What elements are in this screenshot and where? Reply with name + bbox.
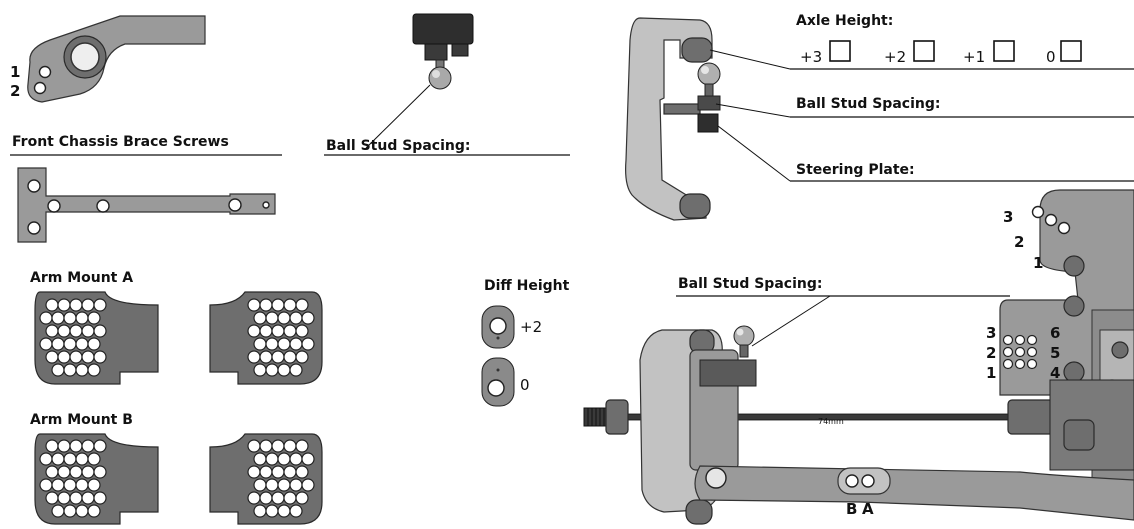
ball-stud-part [412,13,474,90]
diff-height-option-plus2: +2 [520,318,542,336]
arm-mount-b-label: Arm Mount B [30,412,133,428]
arm-mount-a-label: Arm Mount A [30,270,133,286]
ball-stud-spacing-label-right: Ball Stud Spacing: [796,96,940,112]
ball-stud-spacing-label-top: Ball Stud Spacing: [326,138,470,154]
plate-left-position-2: 2 [986,344,996,362]
plate-top-position-1: 1 [1033,254,1043,272]
arm-mount-a-left [34,291,159,385]
suspension-assembly [583,325,1134,525]
ball-stud-leader-right [715,103,791,118]
diff-insert-0 [481,357,515,407]
ball-stud-spacing-label-bottom: Ball Stud Spacing: [678,276,822,292]
arm-position-a: A [862,500,874,518]
diff-height-option-0: 0 [520,376,530,394]
steering-arm-hole-1 [38,65,52,79]
steering-plate-label: Steering Plate: [796,162,915,178]
plate-right-position-5: 5 [1050,344,1060,362]
axle-height-option-plus2: +2 [884,48,906,66]
axle-height-leader [709,49,791,70]
diff-height-title: Diff Height [484,278,570,294]
axle-height-checkbox-0[interactable] [1060,40,1082,62]
arm-mount-b-right [209,433,323,525]
steering-arm-position-1: 1 [10,63,20,81]
plate-left-position-1: 1 [986,364,996,382]
axle-height-option-0: 0 [1046,48,1056,66]
axle-height-checkbox-plus2[interactable] [913,40,935,62]
shaft-length-label: 74mm [818,417,844,426]
plate-left-position-3: 3 [986,324,996,342]
arm-position-b: B [846,500,857,518]
steering-arm-hole-2 [33,81,47,95]
diff-insert-plus2 [481,305,515,349]
arm-hole-b [845,474,859,488]
axle-height-label: Axle Height: [796,13,893,29]
steering-plate-leader [717,125,791,182]
axle-height-option-plus1: +1 [963,48,985,66]
steering-block [625,17,721,221]
arm-mount-b-left [34,433,159,525]
arm-hole-a [861,474,875,488]
axle-height-checkbox-plus1[interactable] [993,40,1015,62]
arm-mount-a-right [209,291,323,385]
steering-arm [27,15,206,103]
ball-stud-leader-bottom [751,295,831,347]
axle-height-checkbox-plus3[interactable] [829,40,851,62]
plate-right-position-6: 6 [1050,324,1060,342]
steering-arm-position-2: 2 [10,82,20,100]
plate-right-position-4: 4 [1050,364,1060,382]
axle-height-options: +3 +2 +1 0 [800,40,1082,66]
plate-top-position-3: 3 [1003,208,1013,226]
front-chassis-brace-screws-label: Front Chassis Brace Screws [12,134,229,150]
plate-top-position-2: 2 [1014,233,1024,251]
axle-height-option-plus3: +3 [800,48,822,66]
front-chassis-brace [17,167,276,243]
ball-stud-leader-top [365,84,431,149]
